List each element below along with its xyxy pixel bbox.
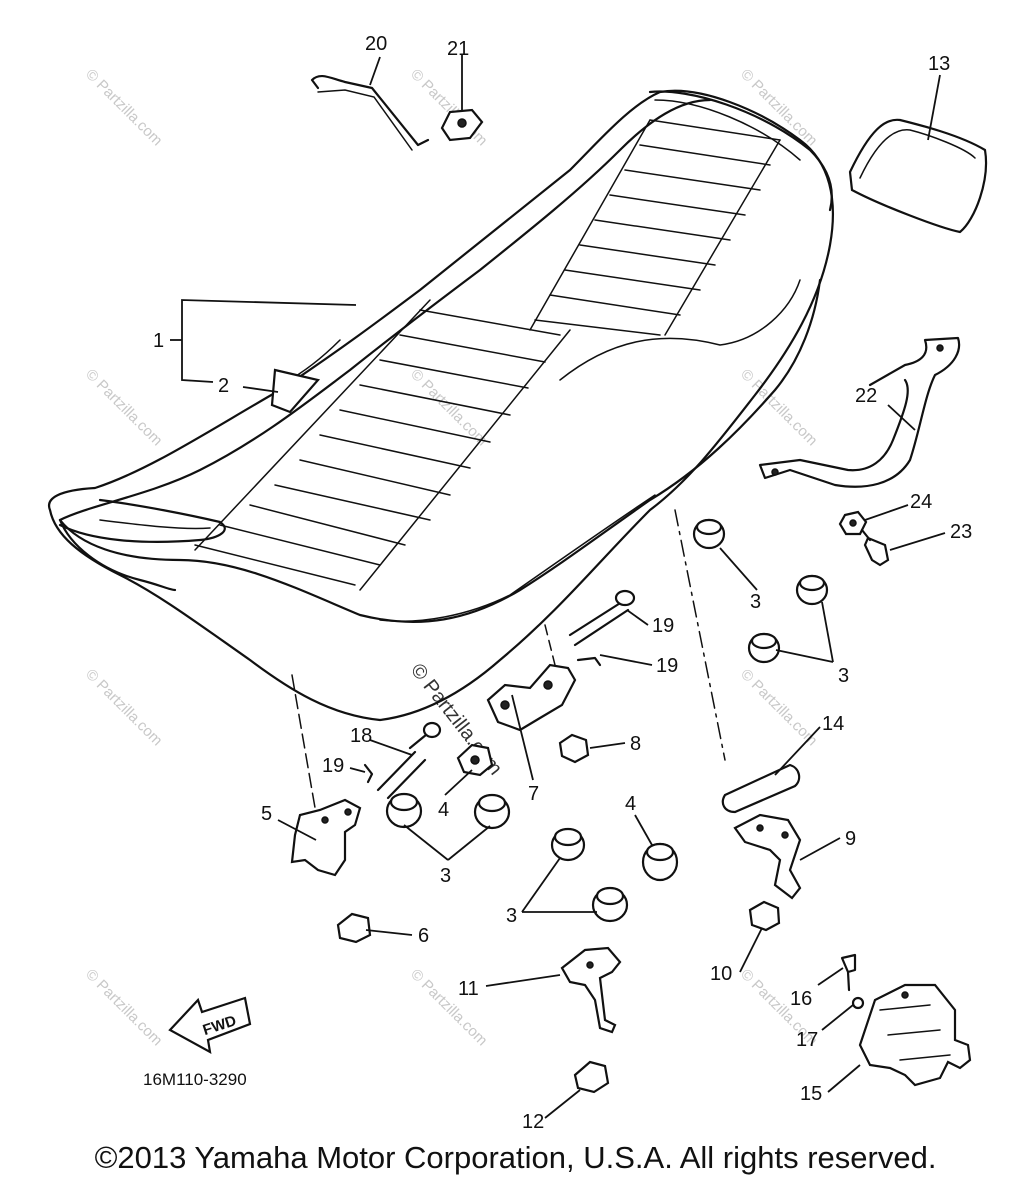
part-9-hinge bbox=[733, 813, 802, 900]
label-part-23: 23 bbox=[950, 521, 972, 543]
label-part-18: 18 bbox=[350, 725, 372, 747]
part-labels: 1 2 3 3 3 3 3 4 4 5 6 7 8 9 10 11 12 13 … bbox=[153, 33, 972, 1133]
part-19-clip bbox=[576, 656, 602, 667]
part-16-bolt bbox=[840, 953, 857, 992]
grommets bbox=[385, 518, 829, 923]
label-part-4: 4 bbox=[625, 793, 636, 815]
label-part-5: 5 bbox=[261, 803, 272, 825]
copyright-notice: ©2013 Yamaha Motor Corporation, U.S.A. A… bbox=[94, 1140, 937, 1175]
callout-leaders bbox=[170, 55, 946, 1119]
forward-direction-arrow: FWD bbox=[168, 996, 252, 1055]
label-part-3: 3 bbox=[440, 865, 451, 887]
part-3-grommet bbox=[692, 518, 726, 550]
watermark: © Partzilla.com bbox=[82, 966, 165, 1049]
label-part-3: 3 bbox=[750, 591, 761, 613]
part-7-bracket bbox=[486, 663, 577, 732]
part-12-nut bbox=[573, 1060, 610, 1094]
watermark: © Partzilla.com bbox=[737, 66, 820, 149]
label-part-6: 6 bbox=[418, 925, 429, 947]
part-3-grommet bbox=[795, 574, 829, 606]
watermarks: © Partzilla.com © Partzilla.com © Partzi… bbox=[82, 66, 820, 1049]
part-8-nut bbox=[558, 733, 590, 764]
part-3-grommet bbox=[385, 792, 423, 829]
label-part-21: 21 bbox=[447, 38, 469, 60]
watermark: © Partzilla.com bbox=[737, 366, 820, 449]
label-part-24: 24 bbox=[910, 491, 932, 513]
label-part-3: 3 bbox=[838, 665, 849, 687]
label-part-8: 8 bbox=[630, 733, 641, 755]
watermark: © Partzilla.com bbox=[82, 366, 165, 449]
part-3-grommet bbox=[550, 827, 586, 862]
drawing-code: 16M110-3290 bbox=[143, 1070, 247, 1089]
part-3-grommet bbox=[591, 886, 629, 923]
label-part-19: 19 bbox=[322, 755, 344, 777]
seat-assembly bbox=[47, 89, 835, 722]
part-23-bolt bbox=[863, 536, 890, 567]
label-part-14: 14 bbox=[822, 713, 844, 735]
label-part-10: 10 bbox=[710, 963, 732, 985]
watermark: © Partzilla.com bbox=[737, 666, 820, 749]
label-part-17: 17 bbox=[796, 1029, 818, 1051]
label-part-11: 11 bbox=[458, 978, 479, 1000]
part-22-grab-bar bbox=[758, 336, 961, 488]
label-part-19: 19 bbox=[652, 615, 674, 637]
part-14-strap bbox=[721, 763, 801, 814]
leader-lines bbox=[291, 509, 726, 826]
label-part-15: 15 bbox=[800, 1083, 822, 1105]
part-6-nut bbox=[336, 912, 372, 944]
label-part-2: 2 bbox=[218, 375, 229, 397]
watermark: © Partzilla.com bbox=[82, 666, 165, 749]
label-part-3: 3 bbox=[506, 905, 517, 927]
watermark: © Partzilla.com bbox=[82, 66, 165, 149]
part-20-rod bbox=[310, 74, 430, 147]
label-part-22: 22 bbox=[855, 385, 877, 407]
part-18-bolt bbox=[376, 728, 434, 800]
part-3-grommet bbox=[747, 632, 781, 664]
part-10-nut bbox=[748, 900, 781, 932]
label-part-20: 20 bbox=[365, 33, 387, 55]
part-4-spacer bbox=[641, 842, 679, 882]
part-5-hinge bbox=[290, 798, 362, 877]
label-part-7: 7 bbox=[528, 783, 539, 805]
label-part-1: 1 bbox=[153, 330, 164, 352]
part-11-lock bbox=[560, 946, 622, 1034]
part-3-grommet bbox=[473, 793, 511, 830]
label-part-16: 16 bbox=[790, 988, 812, 1010]
part-17-washer bbox=[851, 996, 865, 1010]
part-15-latch bbox=[858, 983, 972, 1087]
label-part-19: 19 bbox=[656, 655, 678, 677]
part-19-bolt bbox=[568, 598, 630, 647]
label-part-9: 9 bbox=[845, 828, 856, 850]
label-part-4: 4 bbox=[438, 799, 449, 821]
label-part-12: 12 bbox=[522, 1111, 544, 1133]
label-part-13: 13 bbox=[928, 53, 950, 75]
part-4-spacer bbox=[456, 743, 494, 777]
part-13-pad bbox=[848, 118, 988, 234]
